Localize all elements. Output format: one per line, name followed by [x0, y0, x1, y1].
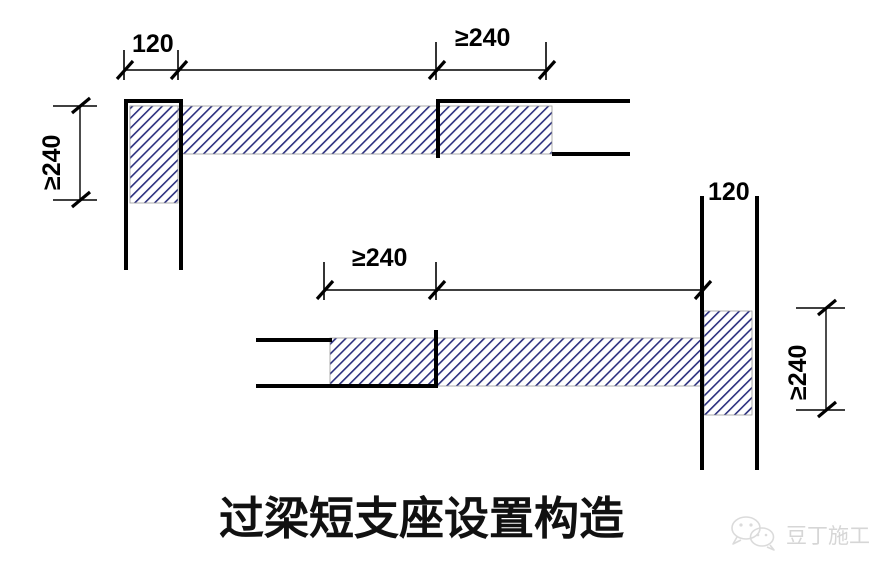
lower-right-bearing-hatch	[703, 310, 753, 416]
upper-dim-label-240: ≥240	[455, 24, 510, 52]
lower-right-top-dimension-group: 120	[708, 178, 750, 206]
upper-slash-4	[537, 59, 557, 81]
lower-right-slash-top	[816, 298, 838, 317]
lower-right-slash-bottom	[816, 400, 838, 419]
upper-slash-2	[169, 59, 189, 81]
upper-left-dimension-group: ≥240	[38, 96, 97, 209]
upper-slash-1	[115, 59, 135, 81]
lower-dim-label-120: 120	[708, 178, 750, 206]
lower-dim-label-240: ≥240	[352, 244, 407, 272]
upper-left-slash-bottom	[70, 190, 92, 209]
lower-lintel-hatch-body	[329, 337, 753, 387]
upper-top-dimension-group: 120 ≥240	[115, 24, 557, 81]
watermark-label: 豆丁施工	[786, 524, 870, 548]
upper-lintel-assembly	[124, 99, 630, 270]
lower-right-dim-label-240: ≥240	[784, 345, 812, 400]
figure-title: 过梁短支座设置构造	[219, 492, 624, 545]
lower-slash-1	[315, 279, 335, 301]
lower-top-dimension-group: ≥240	[315, 244, 713, 301]
lower-slash-2	[427, 279, 447, 301]
upper-left-bearing-hatch	[129, 105, 179, 204]
watermark-group: 豆丁施工	[731, 516, 870, 551]
upper-lintel-hatch-body	[129, 105, 553, 155]
upper-dim-label-120: 120	[132, 30, 174, 58]
lower-lintel-assembly	[256, 196, 759, 470]
lower-right-dimension-group: ≥240	[784, 298, 845, 419]
upper-left-slash-top	[70, 96, 92, 115]
upper-slash-3	[427, 59, 447, 81]
wechat-icon	[731, 516, 775, 551]
upper-left-dim-label-240: ≥240	[38, 135, 66, 190]
